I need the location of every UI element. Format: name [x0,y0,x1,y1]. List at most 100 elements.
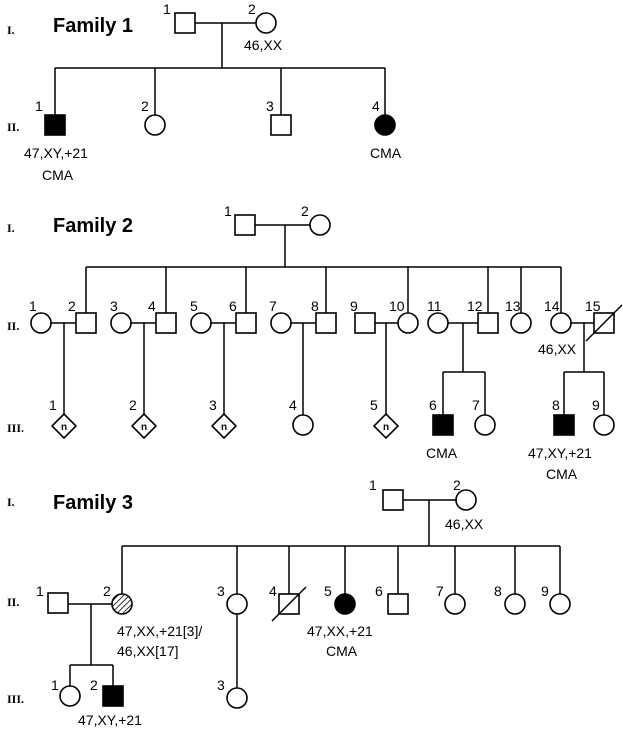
f2-iii3-unknown-sex-multiple [210,412,238,440]
gen-label-i: I. [7,221,15,235]
f3-i1-num: 1 [369,477,377,493]
f3-iii1-female [59,685,81,707]
f1-i2-karyotype: 46,XX [244,37,283,53]
f2-ii3-female [110,312,132,334]
f2-ii7-female [270,312,292,334]
f1-ii1-num: 1 [35,98,43,114]
gen-label-i: I. [7,23,15,37]
f3-ii7-num: 7 [436,583,444,599]
family-1: Family 1 I. II. 1 2 46,XX 1 2 3 4 47,XY,… [7,1,402,183]
f2-ii9-male [354,312,376,334]
f3-ii5-karyotype: 47,XX,+21 [307,623,373,639]
f2-iii1-unknown-sex-multiple [50,412,78,440]
f2-ii6-male [235,312,257,334]
f2-iii6-affected-male [432,414,454,436]
f3-ii9-num: 9 [541,583,549,599]
f2-iii4-num: 4 [289,397,297,413]
f2-iii8-num: 8 [552,397,560,413]
f3-ii2-num: 2 [103,583,111,599]
gen-label-i: I. [7,495,15,509]
f2-iii8-affected-male [553,414,575,436]
f2-iii6-num: 6 [429,397,437,413]
f3-ii8-num: 8 [494,583,502,599]
f1-ii2-num: 2 [141,98,149,114]
f3-iii3-female [226,687,248,709]
f3-ii1-male [47,592,69,614]
f2-iii8-karyotype: 47,XY,+21 [528,445,592,461]
f2-ii15-deceased-slash [585,304,623,342]
f3-ii2-karyotype-line2: 46,XX[17] [117,643,179,659]
family-3: Family 3 I. II. III. 1 2 46,XX 1 [7,477,571,728]
f3-ii5-cma: CMA [326,643,358,659]
f2-i1-num: 1 [224,203,232,219]
f1-ii1-karyotype: 47,XY,+21 [24,145,88,161]
f2-iii5-num: 5 [370,397,378,413]
f2-iii5-n: n [383,422,389,433]
f2-iii2-n: n [141,422,147,433]
f2-ii7-num: 7 [269,298,277,314]
f3-iii2-karyotype: 47,XY,+21 [78,712,142,728]
f2-iii3-n: n [221,422,227,433]
f2-ii5-num: 5 [190,298,198,314]
f3-i2-female [455,489,477,511]
f2-ii2-male [75,312,97,334]
family-2-title: Family 2 [53,215,133,237]
f2-ii11-female [427,312,449,334]
f1-i1-num: 1 [163,1,171,17]
gen-label-iii: III. [7,692,24,706]
f2-ii12-male [477,312,499,334]
f3-ii9-female [549,593,571,615]
f2-ii15-num: 15 [585,298,601,314]
f2-ii4-num: 4 [148,298,156,314]
f2-iii9-female [593,414,615,436]
f2-iii8-cma: CMA [546,466,578,482]
f2-iii3-num: 3 [209,397,217,413]
f3-ii5-num: 5 [324,583,332,599]
f2-iii1-n: n [61,422,67,433]
f3-iii2-affected-male [102,685,124,707]
f2-i2-num: 2 [301,203,309,219]
f2-ii1-num: 1 [29,298,37,314]
f1-ii1-cma: CMA [42,167,74,183]
f1-i1-male [174,12,196,34]
family-3-title: Family 3 [53,492,133,514]
f2-ii8-num: 8 [311,298,319,314]
f2-ii5-female [190,312,212,334]
f1-ii1-affected-male [44,114,66,136]
f2-ii9-num: 9 [350,298,358,314]
f2-iii9-num: 9 [592,397,600,413]
f2-ii11-num: 11 [427,298,442,314]
f1-ii3-num: 3 [266,98,274,114]
f2-iii4-female [292,414,314,436]
f3-ii2-mosaic-female [111,593,133,615]
f2-ii8-male [315,312,337,334]
f1-i2-female [255,12,277,34]
f2-iii2-unknown-sex-multiple [130,412,158,440]
f2-ii4-male [155,312,177,334]
f2-iii7-num: 7 [472,397,480,413]
f3-ii5-affected-female [334,593,356,615]
f2-ii12-num: 12 [467,298,483,314]
gen-label-iii: III. [7,421,24,435]
f3-iii3-num: 3 [217,677,225,693]
gen-label-ii: II. [7,319,19,333]
f3-ii6-male [387,593,409,615]
f2-ii10-female [397,312,419,334]
f3-ii4-num: 4 [269,583,277,599]
f2-iii2-num: 2 [129,397,137,413]
f3-i2-num: 2 [453,477,461,493]
f2-i1-male [234,214,256,236]
f3-iii1-num: 1 [51,677,59,693]
f2-iii6-cma: CMA [426,445,458,461]
f3-ii4-deceased-slash [271,586,307,622]
f2-ii2-num: 2 [68,298,76,314]
f1-ii4-affected-female [374,114,396,136]
f3-ii3-num: 3 [217,583,225,599]
f3-i1-male [382,489,404,511]
f3-ii6-num: 6 [375,583,383,599]
f3-ii2-karyotype-line1: 47,XX,+21[3]/ [117,623,202,639]
f2-ii14-female [550,312,572,334]
f3-ii7-female [444,593,466,615]
f3-iii2-num: 2 [90,677,98,693]
f2-ii10-num: 10 [389,298,405,314]
